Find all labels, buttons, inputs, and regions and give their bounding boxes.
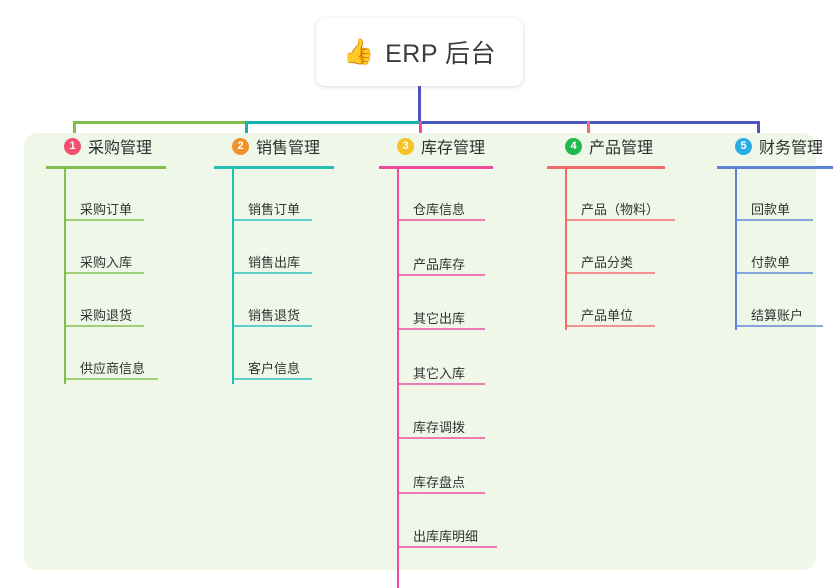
- leaf-item[interactable]: 销售退货: [248, 308, 301, 323]
- leaf-item[interactable]: 销售订单: [248, 202, 301, 217]
- branch-header-3[interactable]: 3 库存管理: [379, 133, 493, 159]
- leaf-item[interactable]: 采购退货: [80, 308, 133, 323]
- branch-title: 财务管理: [759, 140, 824, 157]
- leaf-item[interactable]: 库存盘点: [413, 474, 466, 490]
- leaf-item[interactable]: 产品库存: [413, 256, 466, 272]
- leaf-item-underline: [397, 437, 485, 439]
- leaf-item[interactable]: 供应商信息: [80, 361, 146, 376]
- branch-leaf-list-3: 仓库信息产品库存其它出库其它入库库存调拨库存盘点出库库明细: [379, 169, 497, 588]
- branch-column-5: 5 财务管理回款单付款单结算账户: [717, 133, 833, 330]
- branch-leaf-list-5: 回款单付款单结算账户: [717, 169, 833, 330]
- branch-leaf-list-4: 产品（物料） 产品分类产品单位: [547, 169, 675, 330]
- branch-number-badge: 2: [232, 137, 249, 155]
- branch-header-underline: [46, 166, 166, 169]
- leaf-item-underline: [565, 219, 675, 221]
- branch-header-underline: [547, 166, 665, 169]
- branch-column-2: 2 销售管理销售订单销售出库销售退货客户信息: [214, 133, 334, 384]
- branch-spine: [565, 169, 567, 330]
- branch-title: 销售管理: [256, 140, 321, 157]
- branch-column-4: 4 产品管理产品（物料） 产品分类产品单位: [547, 133, 675, 330]
- leaf-item[interactable]: 销售出库: [248, 255, 301, 270]
- leaf-item[interactable]: 出库库明细: [413, 529, 479, 544]
- leaf-item-underline: [735, 219, 813, 221]
- leaf-item[interactable]: 库存调拨: [413, 420, 466, 435]
- root-node-title: ERP 后台: [385, 40, 497, 68]
- bus-segment-teal: [245, 121, 419, 124]
- branch-leaf-list-1: 采购订单采购入库采购退货供应商信息: [46, 169, 166, 384]
- branch-leaf-list-2: 销售订单销售出库销售退货客户信息: [214, 169, 334, 384]
- leaf-item-underline: [565, 325, 655, 327]
- leaf-item[interactable]: 其它入库: [413, 365, 466, 381]
- leaf-item-underline: [397, 273, 485, 276]
- leaf-item-underline: [735, 272, 813, 274]
- leaf-item[interactable]: 产品单位: [581, 308, 634, 323]
- leaf-item-underline: [397, 382, 485, 385]
- root-stem-connector: [418, 86, 421, 123]
- leaf-item[interactable]: 付款单: [751, 255, 791, 270]
- branch-header-4[interactable]: 4 产品管理: [547, 133, 665, 159]
- branch-header-underline: [214, 166, 334, 169]
- bus-segment-green: [73, 121, 245, 124]
- branch-spine: [64, 169, 66, 384]
- branch-title: 产品管理: [589, 140, 654, 157]
- leaf-item-underline: [232, 219, 312, 221]
- branch-column-1: 1 采购管理采购订单采购入库采购退货供应商信息: [46, 133, 166, 384]
- leaf-item[interactable]: 产品（物料）: [581, 202, 660, 217]
- branch-column-3: 3 库存管理仓库信息产品库存其它出库其它入库库存调拨库存盘点出库库明细: [379, 133, 497, 588]
- branch-number-badge: 5: [735, 137, 752, 155]
- branch-title: 采购管理: [88, 140, 153, 157]
- branch-title: 库存管理: [421, 140, 486, 157]
- branch-header-5[interactable]: 5 财务管理: [717, 133, 833, 159]
- leaf-item-underline: [232, 378, 312, 380]
- branch-number-badge: 4: [565, 137, 582, 155]
- leaf-item[interactable]: 回款单: [751, 202, 791, 217]
- branch-number-badge: 1: [64, 137, 81, 155]
- branch-spine: [397, 169, 399, 588]
- branch-number-badge: 3: [397, 137, 414, 155]
- branch-header-1[interactable]: 1 采购管理: [46, 133, 166, 159]
- leaf-item-underline: [64, 378, 158, 380]
- root-node-erp-backend[interactable]: 👍 ERP 后台: [316, 18, 523, 86]
- leaf-item[interactable]: 产品分类: [581, 255, 634, 270]
- leaf-item[interactable]: 采购订单: [80, 202, 133, 217]
- leaf-item-underline: [397, 328, 485, 330]
- leaf-item-underline: [565, 272, 655, 274]
- branches-panel: 1 采购管理采购订单采购入库采购退货供应商信息 2 销售管理销售订单销售出库销售退货客…: [24, 133, 833, 588]
- leaf-item-underline: [397, 546, 497, 548]
- leaf-item[interactable]: 仓库信息: [413, 202, 466, 217]
- leaf-item-underline: [232, 325, 312, 327]
- leaf-item[interactable]: 其它出库: [413, 311, 466, 326]
- leaf-item[interactable]: 采购入库: [80, 255, 133, 270]
- branch-header-underline: [379, 166, 493, 169]
- leaf-item-underline: [735, 325, 823, 327]
- leaf-item-underline: [64, 325, 144, 327]
- branch-header-2[interactable]: 2 销售管理: [214, 133, 334, 159]
- leaf-item-underline: [397, 491, 485, 494]
- branch-header-underline: [717, 166, 833, 169]
- branch-spine: [232, 169, 234, 384]
- leaf-item-underline: [64, 219, 144, 221]
- leaf-item-underline: [397, 219, 485, 221]
- leaf-item[interactable]: 结算账户: [751, 308, 804, 323]
- branch-spine: [735, 169, 737, 330]
- leaf-item-underline: [64, 272, 144, 274]
- leaf-item[interactable]: 客户信息: [248, 361, 301, 376]
- leaf-item-underline: [232, 272, 312, 274]
- thumbs-up-icon: 👍: [342, 37, 375, 66]
